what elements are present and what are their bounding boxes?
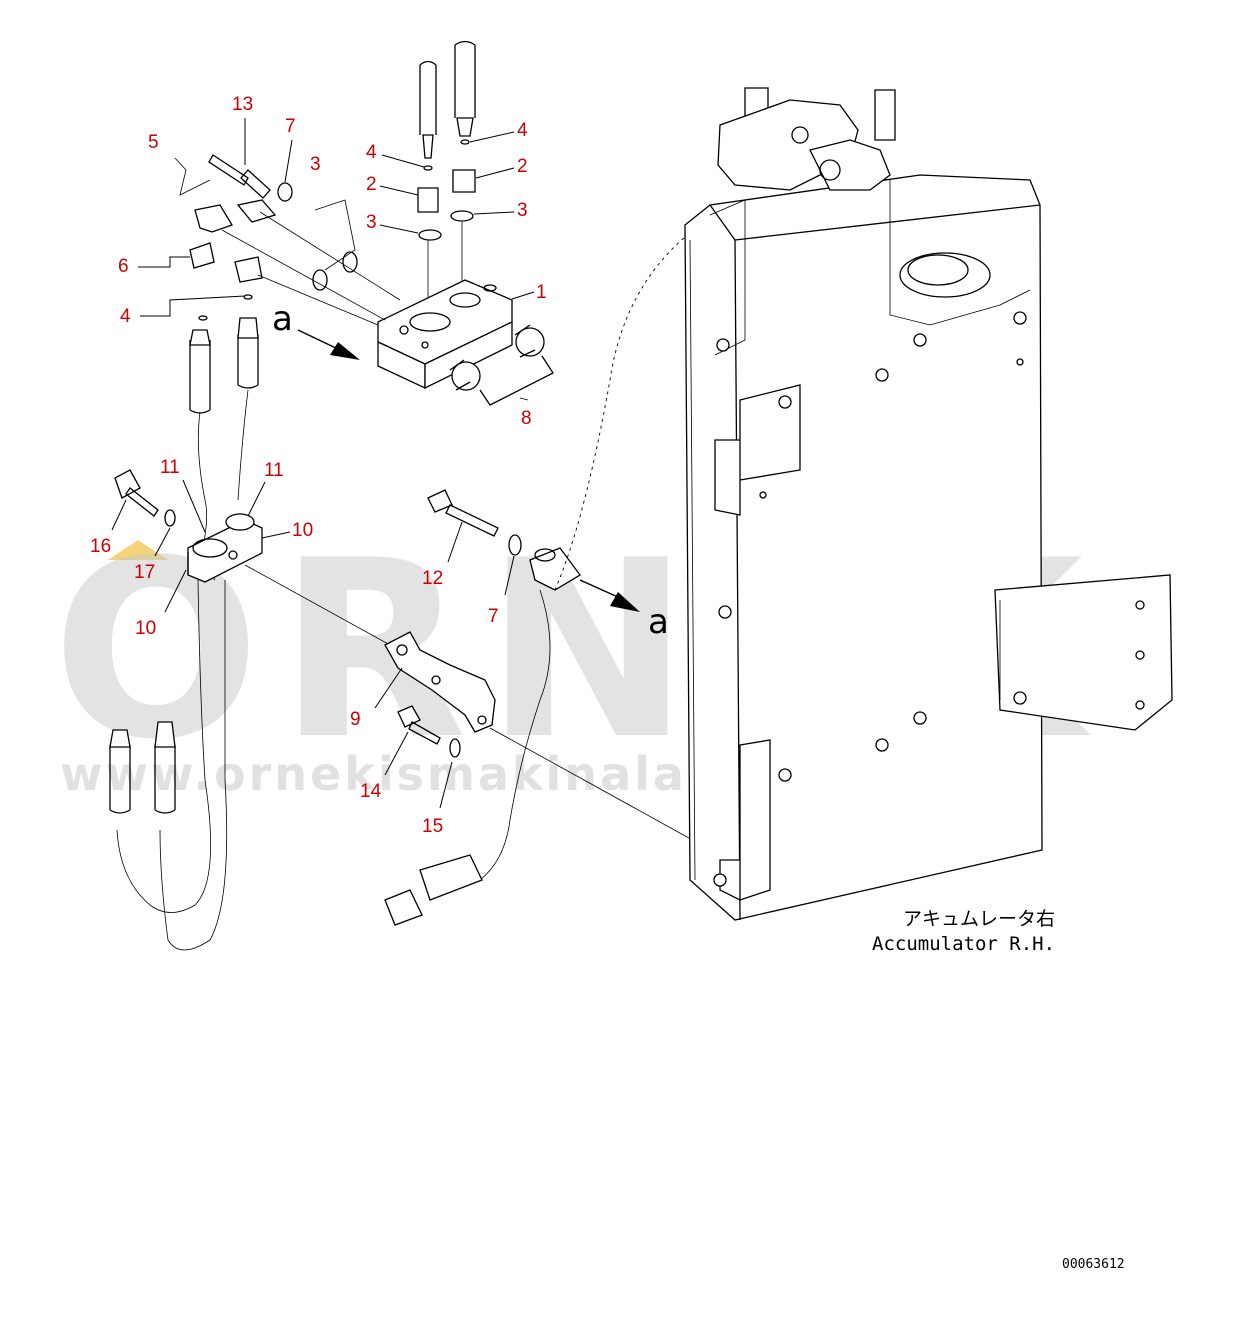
upper-hoses [417,40,476,300]
lower-hose-end [384,854,483,926]
callout-15: 15 [422,816,443,837]
view-a-markers: a a [272,299,669,642]
callout-3-left: 3 [366,212,377,233]
callout-4-lower: 4 [120,306,131,327]
caption-english: Accumulator R.H. [872,933,1055,955]
watermark-accent-chevron [108,540,168,560]
accumulator-caption: アキュムレータ右 Accumulator R.H. [872,908,1055,955]
callout-10-right: 10 [292,520,313,541]
callout-2-left: 2 [366,174,377,195]
view-letter-right: a [648,602,669,642]
callout-12: 12 [422,568,443,589]
callout-7-mid: 7 [488,606,499,627]
clamp [114,469,391,646]
view-arrow-right [610,592,640,612]
callout-14: 14 [360,781,382,802]
callout-13: 13 [232,94,253,115]
bolt-set-12 [427,224,701,881]
callout-8: 8 [521,408,532,429]
left-fittings [174,154,401,326]
callout-2-right: 2 [517,156,528,177]
callout-11-left: 11 [160,457,180,478]
line-drawing [109,40,1173,951]
callout-5: 5 [148,132,159,153]
accumulator-housing [684,87,1173,921]
callout-4-left: 4 [366,142,377,163]
callout-3-top: 3 [310,154,321,175]
callouts: 1 2 2 3 3 3 4 4 4 5 6 7 7 8 9 10 10 11 1… [90,94,547,837]
manifold-block [377,279,554,406]
callout-6: 6 [118,256,129,277]
view-arrow-left [330,342,360,360]
callout-1: 1 [536,282,547,303]
callout-7-top: 7 [285,116,296,137]
drawing-number: 00063612 [1062,1257,1125,1272]
callout-4-right: 4 [517,120,528,141]
callout-10-left: 10 [135,618,156,639]
caption-japanese: アキュムレータ右 [903,908,1055,930]
callout-16: 16 [90,536,111,557]
callout-3-right: 3 [517,200,528,221]
bracket [384,631,726,859]
callout-11-right: 11 [264,460,284,481]
callout-17: 17 [134,562,155,583]
view-letter-left: a [272,299,293,339]
left-hoses [109,317,259,951]
callout-9: 9 [350,709,361,730]
